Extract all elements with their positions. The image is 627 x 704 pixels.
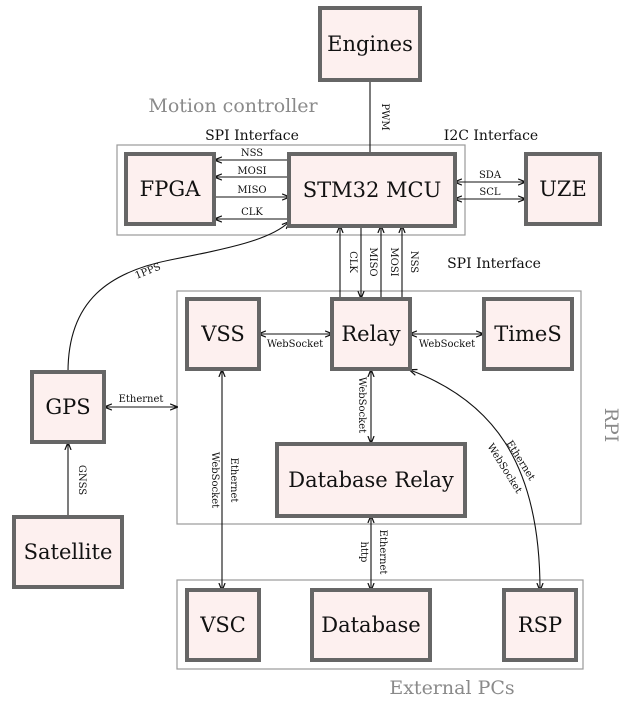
mosi-label: MOSI bbox=[237, 166, 266, 177]
satellite-box bbox=[12, 515, 124, 589]
miso-v-label: MISO bbox=[367, 247, 378, 276]
satellite-label: Satellite bbox=[24, 540, 113, 564]
spi-interface-label-top: SPI Interface bbox=[205, 128, 299, 144]
mosi-v-label: MOSI bbox=[388, 247, 399, 276]
external-pcs-label: External PCs bbox=[389, 677, 514, 699]
ethernet-gps-label: Ethernet bbox=[119, 394, 164, 405]
database-relay-box bbox=[275, 442, 467, 518]
times-label: TimeS bbox=[494, 322, 561, 346]
ethernet-vsc-label: Ethernet bbox=[228, 458, 239, 503]
clk-label: CLK bbox=[241, 207, 263, 218]
pps-line bbox=[67, 222, 289, 373]
external-pcs-frame bbox=[176, 579, 584, 670]
scl-label: SCL bbox=[479, 187, 501, 198]
gps-label: GPS bbox=[45, 395, 90, 419]
pps-label: 1PPS bbox=[134, 262, 163, 282]
engines-label: Engines bbox=[327, 32, 413, 56]
gnss-label: GNSS bbox=[76, 465, 87, 495]
relay-box bbox=[330, 297, 412, 371]
vss-box bbox=[185, 297, 261, 371]
stm32-label: STM32 MCU bbox=[303, 178, 442, 202]
fpga-label: FPGA bbox=[140, 177, 201, 201]
websocket-vss-label: WebSocket bbox=[267, 339, 323, 350]
ethernet-db-label: Ethernet bbox=[377, 530, 388, 575]
rpi-label: RPI bbox=[600, 408, 622, 443]
uze-label: UZE bbox=[539, 177, 587, 201]
database-label: Database bbox=[321, 613, 420, 637]
miso-label: MISO bbox=[237, 185, 266, 196]
i2c-interface-label: I2C Interface bbox=[444, 128, 538, 144]
websocket-db-label: WebSocket bbox=[356, 377, 367, 433]
uze-box bbox=[524, 152, 602, 226]
rsp-label: RSP bbox=[518, 613, 562, 637]
websocket-times-label: WebSocket bbox=[419, 339, 475, 350]
sda-label: SDA bbox=[479, 170, 502, 181]
vsc-box bbox=[185, 588, 261, 662]
nss-label: NSS bbox=[241, 148, 263, 159]
motion-controller-label: Motion controller bbox=[148, 95, 318, 117]
rsp-box bbox=[502, 588, 578, 662]
database-box bbox=[310, 588, 432, 662]
motion-controller-frame bbox=[116, 144, 466, 236]
engines-box bbox=[318, 6, 422, 82]
database-relay-label: Database Relay bbox=[288, 468, 454, 492]
fpga-box bbox=[124, 152, 216, 226]
spi-interface-label-side: SPI Interface bbox=[447, 256, 541, 272]
relay-label: Relay bbox=[341, 322, 400, 346]
vsc-label: VSC bbox=[199, 613, 246, 637]
vss-label: VSS bbox=[200, 322, 245, 346]
http-db-label: http bbox=[358, 542, 369, 563]
websocket-vsc-label: WebSocket bbox=[209, 452, 220, 508]
times-box bbox=[482, 297, 574, 371]
nss-v-label: NSS bbox=[408, 251, 419, 273]
clk-v-label: CLK bbox=[347, 251, 358, 273]
pwm-label: PWM bbox=[379, 103, 390, 130]
stm32-box bbox=[287, 152, 457, 228]
relay-rsp-line bbox=[410, 370, 540, 590]
gps-box bbox=[30, 370, 106, 444]
